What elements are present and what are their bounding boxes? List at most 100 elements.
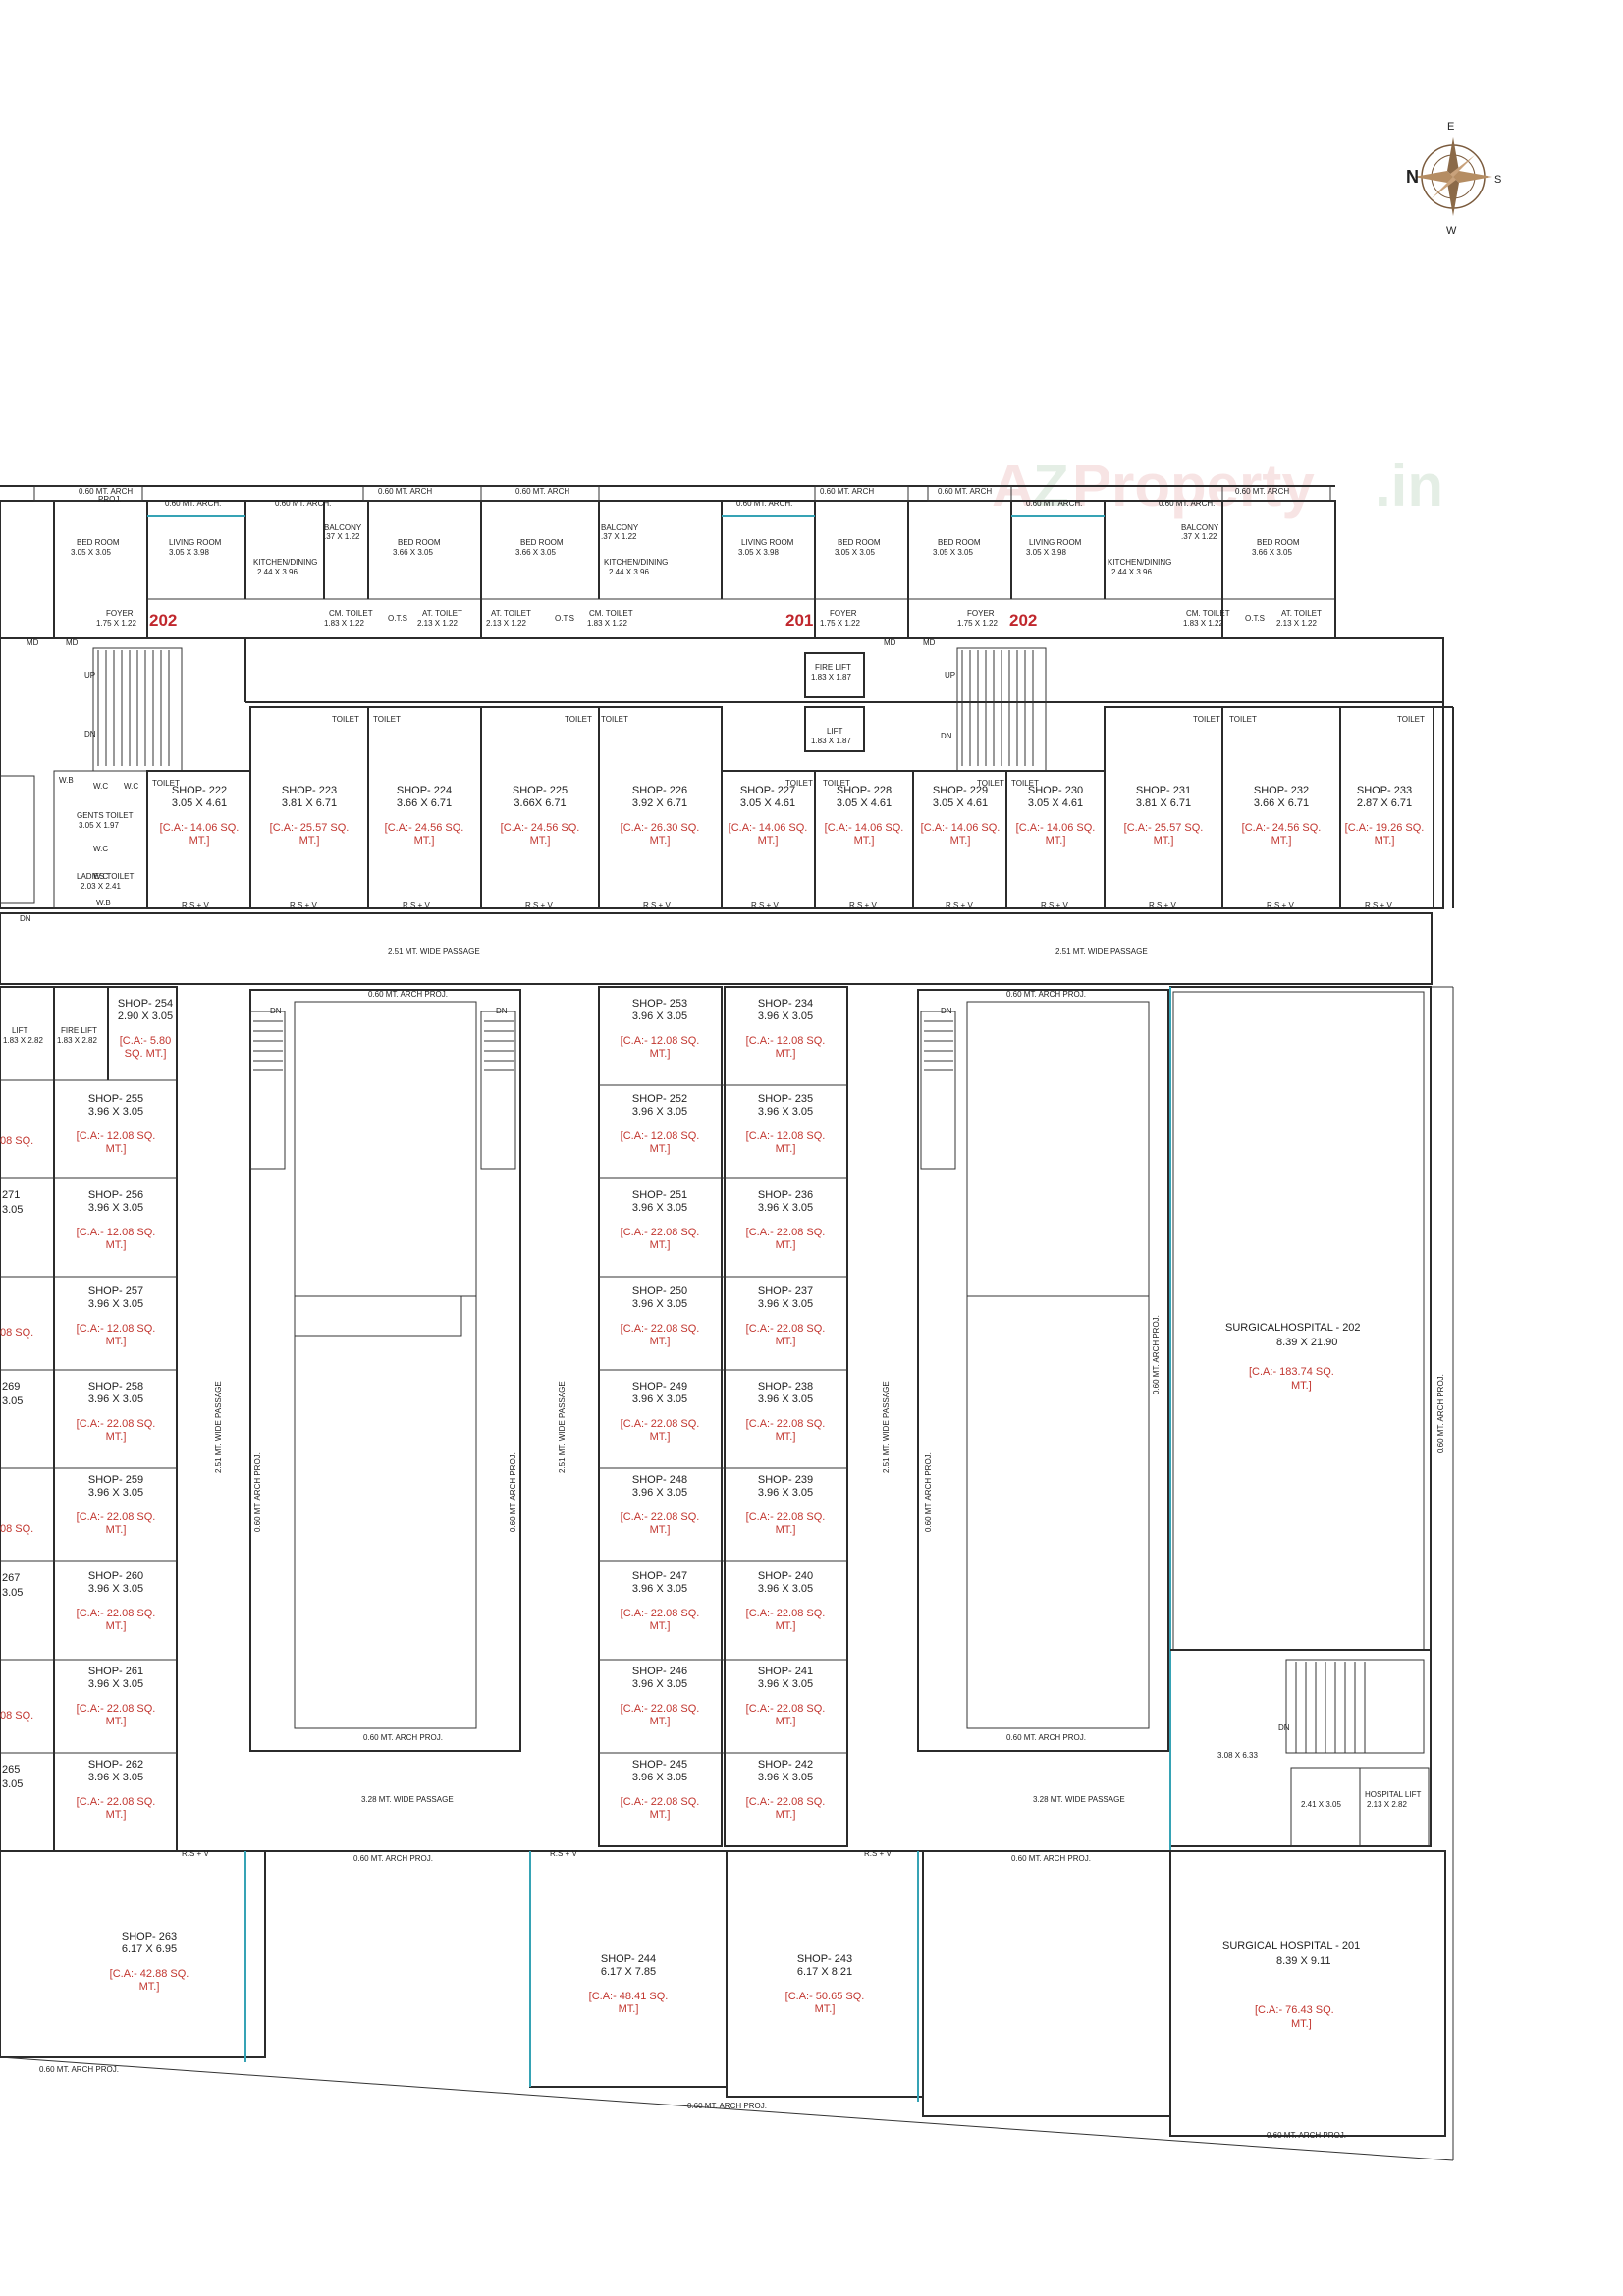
shop-ca1: [C.A:- 12.08 SQ. bbox=[621, 1130, 700, 1142]
shop-name: SHOP- 222 bbox=[172, 785, 227, 796]
rsv-label: R.S + V bbox=[525, 902, 553, 910]
shop-size: 3.66 X 6.71 bbox=[397, 797, 452, 809]
shop-name: SHOP- 253 bbox=[632, 998, 687, 1010]
shop-ca1: [C.A:- 19.26 SQ. bbox=[1345, 822, 1425, 834]
shop-ca1: [C.A:- 12.08 SQ. bbox=[746, 1035, 826, 1047]
hospital-201-ca2: MT.] bbox=[1291, 2018, 1312, 2030]
shop-name: SHOP- 238 bbox=[758, 1381, 813, 1393]
room-bed-size: 3.66 X 3.05 bbox=[515, 548, 556, 557]
shop-ca2: MT.] bbox=[776, 1048, 796, 1060]
shop-size: 3.81 X 6.71 bbox=[1136, 797, 1191, 809]
rsv-label: R.S + V bbox=[550, 1849, 577, 1858]
room-at-toilet: AT. TOILET bbox=[422, 609, 462, 618]
shop-name: SHOP- 243 bbox=[797, 1953, 852, 1965]
shop-size: 3.66X 6.71 bbox=[514, 797, 566, 809]
shop-size: 3.96 X 3.05 bbox=[632, 1011, 687, 1022]
shop-ca1: [C.A:- 22.08 SQ. bbox=[621, 1608, 700, 1619]
cut-label: 3.05 bbox=[2, 1395, 23, 1407]
shop-ca1: [C.A:- 22.08 SQ. bbox=[746, 1511, 826, 1523]
room-kitchen-size: 2.44 X 3.96 bbox=[609, 568, 649, 576]
cut-label: 267 bbox=[2, 1572, 20, 1584]
shop-name: SHOP- 258 bbox=[88, 1381, 143, 1393]
passage-label: 3.28 MT. WIDE PASSAGE bbox=[361, 1795, 454, 1804]
shop-name: SHOP- 239 bbox=[758, 1474, 813, 1486]
hospital-lift-size: 2.13 X 2.82 bbox=[1367, 1800, 1407, 1809]
rsv-label: R.S + V bbox=[182, 1849, 209, 1858]
passage-vertical: 2.51 MT. WIDE PASSAGE bbox=[882, 1381, 891, 1473]
room-balcony-size: .37 X 1.22 bbox=[601, 532, 637, 541]
toilet-label: TOILET bbox=[1193, 715, 1220, 724]
shop-ca2: MT.] bbox=[1046, 835, 1066, 847]
shop-ca2: MT.] bbox=[776, 1809, 796, 1821]
rsv-label: R.S + V bbox=[290, 902, 317, 910]
shop-ca2: MT.] bbox=[650, 1143, 671, 1155]
shop-name: SHOP- 257 bbox=[88, 1285, 143, 1297]
rsv-label: R.S + V bbox=[1149, 902, 1176, 910]
arch-label: 0.60 MT. ARCH bbox=[820, 487, 874, 496]
room-at-size: 2.13 X 1.22 bbox=[1276, 619, 1317, 628]
stair-treads-right bbox=[961, 650, 1034, 766]
shop-size: 3.96 X 3.05 bbox=[88, 1106, 143, 1118]
toilet-label: TOILET bbox=[1397, 715, 1425, 724]
shop-ca1: [C.A:- 5.80 bbox=[120, 1035, 172, 1047]
shop-size: 3.96 X 3.05 bbox=[88, 1394, 143, 1405]
arch-label: 0.60 MT. ARCH bbox=[1235, 487, 1289, 496]
shop-size: 2.87 X 6.71 bbox=[1357, 797, 1412, 809]
room-foyer-size: 1.75 X 1.22 bbox=[96, 619, 136, 628]
rsv-label: R.S + V bbox=[946, 902, 973, 910]
compass-e: E bbox=[1447, 121, 1454, 133]
shop-ca2: MT.] bbox=[650, 1431, 671, 1443]
wc-label: W.C bbox=[93, 782, 108, 791]
room-balcony: BALCONY bbox=[1181, 523, 1219, 532]
shop-ca2: MT.] bbox=[776, 1239, 796, 1251]
passage-vertical: 2.51 MT. WIDE PASSAGE bbox=[558, 1381, 567, 1473]
shop-size: 3.96 X 3.05 bbox=[88, 1487, 143, 1499]
shop-ca2: MT.] bbox=[650, 1524, 671, 1536]
shop-ca1: [C.A:- 14.06 SQ. bbox=[729, 822, 808, 834]
shop-name: SHOP- 237 bbox=[758, 1285, 813, 1297]
stair-dn: DN bbox=[270, 1007, 282, 1015]
shop-ca2: MT.] bbox=[650, 1336, 671, 1347]
shop-ca1: [C.A:- 22.08 SQ. bbox=[77, 1796, 156, 1808]
shop-ca1: [C.A:- 12.08 SQ. bbox=[746, 1130, 826, 1142]
shop-name: SHOP- 246 bbox=[632, 1666, 687, 1677]
shop-ca1: [C.A:- 24.56 SQ. bbox=[385, 822, 464, 834]
rsv-label: R.S + V bbox=[1041, 902, 1068, 910]
shop-ca2: MT.] bbox=[106, 1239, 127, 1251]
room-kitchen: KITCHEN/DINING bbox=[1108, 558, 1171, 567]
room-bed: BED ROOM bbox=[520, 538, 564, 547]
room-bed-size: 3.05 X 3.05 bbox=[933, 548, 973, 557]
room-ots: O.T.S bbox=[555, 614, 574, 623]
passage-vertical: 2.51 MT. WIDE PASSAGE bbox=[214, 1381, 223, 1473]
shop-name: SHOP- 261 bbox=[88, 1666, 143, 1677]
arch-label: 0.60 MT. ARCH bbox=[515, 487, 569, 496]
cut-ca: 08 SQ. bbox=[0, 1523, 33, 1535]
shop-ca2: MT.] bbox=[650, 1239, 671, 1251]
shop-size: 6.17 X 8.21 bbox=[797, 1966, 852, 1978]
room-foyer: FOYER bbox=[967, 609, 995, 618]
shop-name: SHOP- 256 bbox=[88, 1189, 143, 1201]
arch-label: 0.60 MT. ARCH bbox=[378, 487, 432, 496]
fire-lift: FIRE LIFT bbox=[815, 663, 851, 672]
shop-ca2: MT.] bbox=[950, 835, 971, 847]
cut-ca: 08 SQ. bbox=[0, 1327, 33, 1339]
flats-strip: 0.60 MT. ARCH PROJ. 0.60 MT. ARCH 0.60 M… bbox=[0, 485, 1336, 647]
shop-ca1: [C.A:- 25.57 SQ. bbox=[1124, 822, 1204, 834]
rsv-label: R.S + V bbox=[864, 1849, 892, 1858]
passage-label: 3.28 MT. WIDE PASSAGE bbox=[1033, 1795, 1125, 1804]
shop-size: 3.96 X 3.05 bbox=[88, 1202, 143, 1214]
rsv-label: R.S + V bbox=[182, 902, 209, 910]
toilet-label: TOILET bbox=[565, 715, 592, 724]
shop-ca1: [C.A:- 22.08 SQ. bbox=[77, 1703, 156, 1715]
hospital-202-ca2: MT.] bbox=[1291, 1380, 1312, 1392]
flat-number: 201 bbox=[785, 611, 813, 629]
hospital-202-name: SURGICALHOSPITAL - 202 bbox=[1225, 1322, 1361, 1334]
toilet-label: TOILET bbox=[1229, 715, 1257, 724]
shop-ca1: [C.A:- 26.30 SQ. bbox=[621, 822, 700, 834]
shop-name: SHOP- 230 bbox=[1028, 785, 1083, 796]
shop-ca2: MT.] bbox=[106, 1143, 127, 1155]
shop-size: 3.96 X 3.05 bbox=[632, 1202, 687, 1214]
